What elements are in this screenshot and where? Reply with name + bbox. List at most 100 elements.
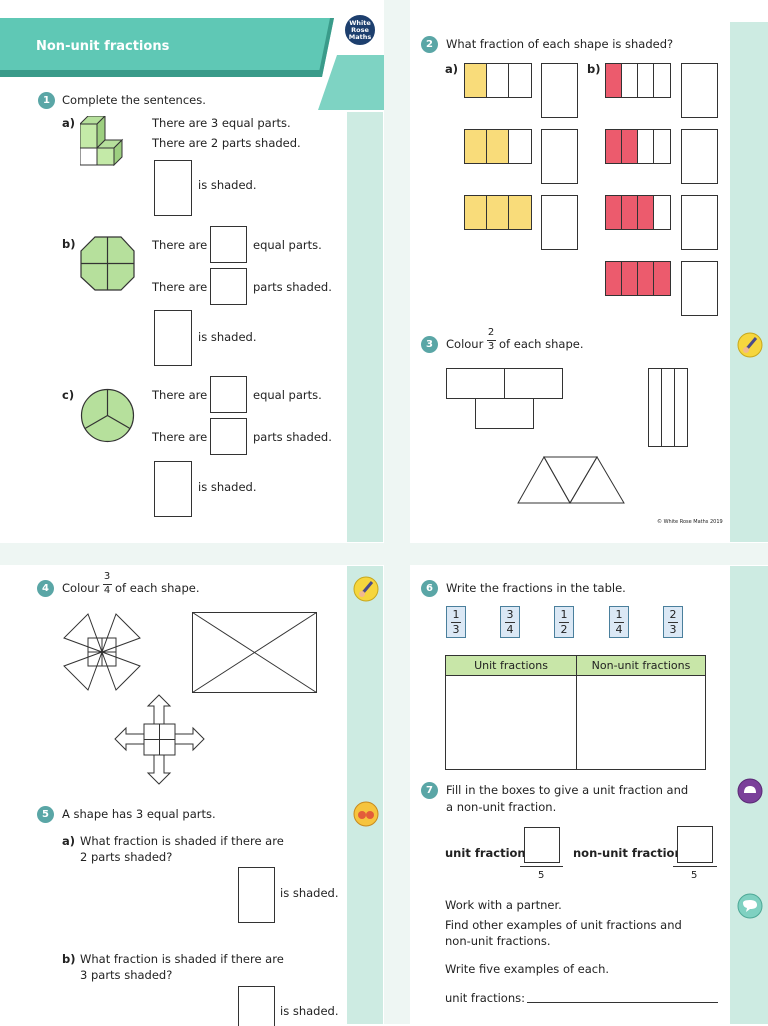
page-gap <box>0 543 768 565</box>
answer-box[interactable] <box>154 310 192 366</box>
instruction-text: Write five examples of each. <box>445 962 610 976</box>
answer-box[interactable] <box>541 129 578 184</box>
answer-label: unit fractions: <box>445 991 525 1005</box>
question-text: 3 parts shaded? <box>80 968 173 982</box>
sentence-text: There are 3 equal parts. <box>152 116 291 130</box>
question-prompt: A shape has 3 equal parts. <box>62 807 216 821</box>
part-label: c) <box>62 388 75 402</box>
fraction: 2 3 <box>485 327 497 352</box>
table-cell[interactable] <box>445 675 577 770</box>
numerator-box[interactable] <box>677 826 713 863</box>
fraction-numerator: 1 <box>452 608 460 621</box>
instruction-text: Find other examples of unit fractions an… <box>445 918 682 932</box>
fraction-denominator: 2 <box>560 622 568 636</box>
answer-box[interactable] <box>154 160 192 216</box>
sentence-text: There are <box>152 280 208 294</box>
is-shaded-text: is shaded. <box>198 480 257 494</box>
hand-pencil-icon <box>353 576 379 602</box>
is-shaded-text: is shaded. <box>198 178 257 192</box>
logo-text: White <box>349 19 371 27</box>
fraction-numerator: 3 <box>103 571 111 582</box>
answer-line[interactable] <box>527 1002 718 1003</box>
logo-text: Maths <box>348 33 372 41</box>
answer-box[interactable] <box>210 376 247 413</box>
answer-box[interactable] <box>238 986 275 1026</box>
answer-box[interactable] <box>541 195 578 250</box>
is-shaded-text: is shaded. <box>198 330 257 344</box>
instruction-text: non-unit fractions. <box>445 934 551 948</box>
sentence-text: equal parts. <box>253 238 322 252</box>
question-number: 3 <box>421 336 438 353</box>
sentence-text: There are <box>152 388 208 402</box>
side-stripe <box>730 22 768 542</box>
question-text: 2 parts shaded? <box>80 850 173 864</box>
circle-shape <box>80 388 135 443</box>
question-prompt: of each shape. <box>499 337 584 351</box>
unit-fraction-label: unit fraction <box>445 846 526 860</box>
denominator: 5 <box>538 870 545 881</box>
answer-box[interactable] <box>681 129 718 184</box>
copyright: © White Rose Maths 2019 <box>657 519 723 525</box>
reasoning-icon <box>737 778 763 804</box>
part-label: b) <box>62 952 76 966</box>
numerator-box[interactable] <box>524 827 560 863</box>
page-title: Non-unit fractions <box>36 39 170 54</box>
header-banner <box>0 18 384 110</box>
white-rose-logo: White Rose Maths <box>343 13 377 47</box>
question-prompt: of each shape. <box>115 581 200 595</box>
sentence-text: There are <box>152 430 208 444</box>
question-text: What fraction is shaded if there are <box>80 952 284 966</box>
fraction-bar-shape <box>605 195 671 230</box>
fraction-bar-shape <box>605 63 671 98</box>
part-label: a) <box>445 62 459 76</box>
answer-box[interactable] <box>238 867 275 923</box>
fraction-denominator: 3 <box>669 622 677 636</box>
question-number: 7 <box>421 782 438 799</box>
sentence-text: parts shaded. <box>253 430 332 444</box>
hand-pencil-icon <box>737 332 763 358</box>
fraction-numerator: 1 <box>615 608 623 621</box>
fraction-numerator: 1 <box>560 608 568 621</box>
answer-box[interactable] <box>154 461 192 517</box>
sentence-text: equal parts. <box>253 388 322 402</box>
octagon-shape <box>80 236 135 291</box>
table-header: Unit fractions <box>445 655 577 676</box>
question-prompt: a non-unit fraction. <box>446 800 557 814</box>
strip-shape <box>648 368 688 447</box>
fraction-denominator: 3 <box>487 340 495 352</box>
fraction-card[interactable]: 1 4 <box>609 606 629 638</box>
fraction-denominator: 3 <box>452 622 460 636</box>
fraction: 3 4 <box>101 571 113 596</box>
answer-box[interactable] <box>541 63 578 118</box>
triangles-shape <box>517 456 625 504</box>
part-label: a) <box>62 834 76 848</box>
answer-box[interactable] <box>210 226 247 263</box>
answer-box[interactable] <box>681 63 718 118</box>
answer-box[interactable] <box>681 195 718 250</box>
fraction-numerator: 2 <box>669 608 677 621</box>
table-cell[interactable] <box>576 675 706 770</box>
fraction-denominator: 4 <box>615 622 623 636</box>
fraction-bar-shape <box>605 129 671 164</box>
sentence-text: parts shaded. <box>253 280 332 294</box>
part-label: b) <box>62 237 76 251</box>
fraction-card[interactable]: 2 3 <box>663 606 683 638</box>
side-stripe <box>347 112 383 542</box>
side-stripe <box>347 566 383 1024</box>
fraction-numerator: 3 <box>506 608 514 621</box>
rectangle-diagonals-shape <box>192 612 317 693</box>
logo-text: Rose <box>351 26 369 34</box>
fraction-denominator: 4 <box>506 622 514 636</box>
fraction-bar-shape <box>605 261 671 296</box>
answer-box[interactable] <box>210 418 247 455</box>
question-prompt: Colour <box>62 581 100 595</box>
fraction-card[interactable]: 1 2 <box>554 606 574 638</box>
fraction-card[interactable]: 3 4 <box>500 606 520 638</box>
question-number: 1 <box>38 92 55 109</box>
sentence-text: There are <box>152 238 208 252</box>
fraction-card[interactable]: 1 3 <box>446 606 466 638</box>
answer-box[interactable] <box>681 261 718 316</box>
answer-box[interactable] <box>210 268 247 305</box>
sweets-icon <box>353 801 379 827</box>
fraction-denominator: 4 <box>103 584 111 596</box>
